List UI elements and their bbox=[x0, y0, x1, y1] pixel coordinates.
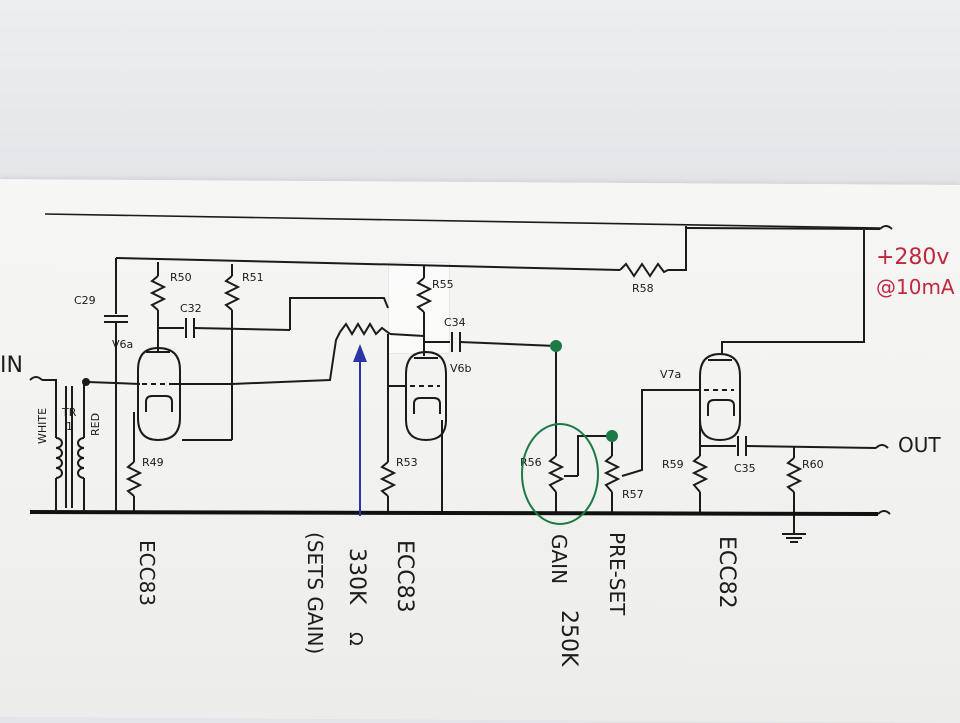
tube-type-v6b-note: ECC83 bbox=[392, 540, 417, 613]
sets-gain-note: (SETS GAIN) bbox=[303, 532, 327, 654]
r60-resistor bbox=[785, 457, 803, 493]
r-330k-resistor bbox=[339, 322, 391, 336]
c34-lead-b bbox=[459, 341, 557, 347]
input-label: IN bbox=[0, 353, 23, 378]
v7a-anode-wire bbox=[721, 230, 865, 354]
gain-value-note: 250K bbox=[556, 610, 581, 667]
c29-label: C29 bbox=[74, 294, 96, 307]
page-rule-line bbox=[44, 213, 881, 229]
r60-label: R60 bbox=[802, 458, 824, 471]
r59-label: R59 bbox=[662, 458, 684, 471]
v7a-label: V7a bbox=[660, 368, 681, 381]
c34-label: C34 bbox=[444, 316, 466, 329]
r59-resistor bbox=[691, 455, 709, 493]
interstage-wire bbox=[289, 297, 389, 330]
r55-resistor bbox=[415, 277, 433, 313]
b-plus-rail bbox=[115, 257, 621, 271]
r50-resistor bbox=[149, 275, 167, 311]
input-transformer bbox=[29, 376, 90, 512]
preset-note: PRE-SET bbox=[605, 532, 629, 616]
ohm-symbol-note: Ω bbox=[345, 632, 366, 646]
gain-wiper-wire bbox=[577, 435, 612, 476]
r57-resistor bbox=[603, 455, 621, 493]
supply-current-note: @10mA bbox=[876, 275, 955, 299]
r49-label: R49 bbox=[142, 456, 164, 469]
c32-label: C32 bbox=[180, 302, 202, 315]
ht-rail bbox=[685, 227, 881, 230]
r-330k-lead bbox=[389, 333, 425, 337]
gain-note: GAIN bbox=[547, 534, 571, 584]
r53-label: R53 bbox=[396, 456, 418, 469]
r57-wiper-wire bbox=[621, 389, 700, 477]
c32-lead-b bbox=[193, 327, 291, 331]
out-terminal bbox=[875, 444, 889, 449]
r58-label: R58 bbox=[632, 282, 654, 295]
supply-voltage-note: +280v bbox=[876, 245, 949, 270]
c35-lead-b bbox=[745, 445, 877, 449]
transformer-tr-label: TR bbox=[61, 406, 77, 419]
ht-drop-wire bbox=[668, 226, 687, 271]
green-circle-annotation bbox=[521, 340, 618, 525]
r56-resistor bbox=[547, 455, 565, 493]
transformer-red-label: RED bbox=[89, 413, 102, 436]
out-label: OUT bbox=[898, 433, 941, 457]
supply-terminal bbox=[879, 225, 893, 230]
c35-label: C35 bbox=[734, 462, 756, 475]
ground-bus bbox=[29, 510, 879, 516]
transformer-number-label: 1 bbox=[66, 420, 73, 433]
feedback-wire bbox=[231, 331, 341, 385]
r51-resistor bbox=[223, 275, 241, 311]
ground-terminal bbox=[877, 510, 891, 515]
tube-type-v6a-note: ECC83 bbox=[135, 540, 159, 606]
background-surface bbox=[0, 0, 960, 200]
resistor-value-note: 330K bbox=[344, 548, 369, 605]
r56-label: R56 bbox=[520, 456, 542, 469]
v6b-tube bbox=[405, 350, 447, 442]
blue-arrow-annotation bbox=[353, 344, 367, 516]
v6b-label: V6b bbox=[450, 362, 472, 375]
transformer-white-label: WHITE bbox=[36, 408, 49, 444]
r55-label: R55 bbox=[432, 278, 454, 291]
v6a-grid-wire bbox=[87, 381, 141, 385]
r53-resistor bbox=[379, 461, 397, 497]
ground-symbol bbox=[782, 533, 806, 543]
v7a-tube bbox=[699, 352, 741, 442]
r51-label: R51 bbox=[242, 271, 264, 284]
r58-resistor bbox=[619, 262, 669, 278]
r49-resistor bbox=[125, 461, 143, 497]
r57-label: R57 bbox=[622, 488, 644, 501]
v6a-tube bbox=[137, 340, 181, 442]
tube-type-v7a-note: ECC82 bbox=[714, 536, 739, 609]
v6a-label: V6a bbox=[112, 338, 133, 351]
r50-label: R50 bbox=[170, 271, 192, 284]
